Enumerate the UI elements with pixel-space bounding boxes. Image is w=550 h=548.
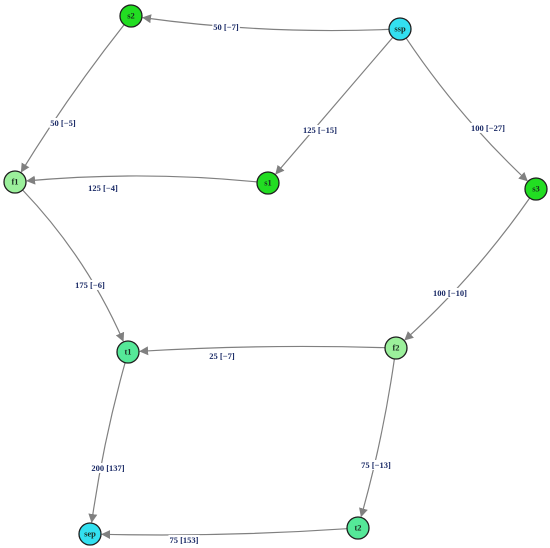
node-circle-sep [78, 522, 102, 546]
edge-label-t1-to-sep: 200 [137] [91, 463, 124, 473]
edge-ssp-to-s1 [275, 37, 394, 175]
node-circle-s2 [119, 4, 143, 28]
edge-label-layer: 50 [−7] 125 [−15] 100 [−27] 50 [−5] 125 [−4]… [49, 21, 507, 545]
node-label-f1: f1 [11, 176, 18, 186]
edge-label-bg-ssp-to-s1 [302, 124, 339, 135]
node-label-ssp: ssp [394, 23, 406, 33]
edge-f1-to-t1 [22, 189, 125, 342]
edge-t2-to-sep [101, 528, 348, 539]
edge-label-bg-s1-to-f1 [87, 182, 119, 193]
node-t1: t1 [116, 340, 140, 364]
edge-label-s1-to-f1: 125 [−4] [88, 183, 118, 193]
edge-label-t2-to-sep: 75 [153] [169, 535, 198, 545]
edge-label-bg-t1-to-sep [90, 462, 126, 473]
edge-layer [20, 14, 531, 539]
edge-label-s2-to-f1: 50 [−5] [50, 118, 76, 128]
node-circle-f1 [3, 170, 27, 194]
node-s2: s2 [119, 4, 143, 28]
node-circle-t2 [346, 516, 370, 540]
node-label-f2: f2 [392, 342, 399, 352]
node-s1: s1 [256, 171, 280, 195]
node-circle-ssp [388, 17, 412, 41]
edge-label-ssp-to-s1: 125 [−15] [303, 125, 337, 135]
node-label-t2: t2 [354, 522, 361, 532]
edge-label-bg-t2-to-sep [168, 534, 200, 545]
edge-s3-to-f2 [404, 197, 531, 341]
node-f2: f2 [384, 336, 408, 360]
node-t2: t2 [346, 516, 370, 540]
edge-label-f1-to-t1: 175 [−6] [75, 280, 105, 290]
edge-label-bg-ssp-to-s2 [212, 21, 240, 32]
edge-s1-to-f1 [26, 175, 258, 185]
node-label-s1: s1 [264, 177, 272, 187]
edge-label-s3-to-f2: 100 [−10] [433, 288, 467, 298]
edge-f2-to-t1 [139, 345, 386, 356]
node-s3: s3 [524, 177, 548, 201]
node-label-s3: s3 [532, 183, 540, 193]
node-layer: ssp s2 s1 s3 f1 f2 t1 t2 sep [3, 4, 548, 546]
node-circle-f2 [384, 336, 408, 360]
edge-f2-to-t2 [359, 358, 395, 518]
node-circle-s3 [524, 177, 548, 201]
edge-label-bg-s3-to-f2 [432, 287, 469, 298]
node-f1: f1 [3, 170, 27, 194]
node-sep: sep [78, 522, 102, 546]
node-label-s2: s2 [127, 10, 135, 20]
edge-label-bg-ssp-to-s3 [470, 122, 507, 133]
node-circle-t1 [116, 340, 140, 364]
edge-label-f2-to-t2: 75 [−13] [361, 460, 391, 470]
edge-label-bg-s2-to-f1 [49, 117, 77, 128]
node-label-sep: sep [84, 528, 96, 538]
edge-ssp-to-s3 [405, 37, 528, 182]
edge-ssp-to-s2 [142, 14, 390, 32]
edge-t1-to-sep [88, 362, 126, 523]
node-circle-s1 [256, 171, 280, 195]
edge-label-ssp-to-s3: 100 [−27] [471, 123, 505, 133]
edge-label-bg-f2-to-t2 [360, 459, 392, 470]
edge-s2-to-f1 [20, 24, 125, 173]
edge-label-ssp-to-s2: 50 [−7] [213, 22, 239, 32]
edge-label-bg-f1-to-t1 [74, 279, 106, 290]
node-ssp: ssp [388, 17, 412, 41]
edge-label-bg-f2-to-t1 [208, 350, 236, 361]
edge-label-f2-to-t1: 25 [−7] [209, 351, 235, 361]
node-label-t1: t1 [124, 346, 131, 356]
